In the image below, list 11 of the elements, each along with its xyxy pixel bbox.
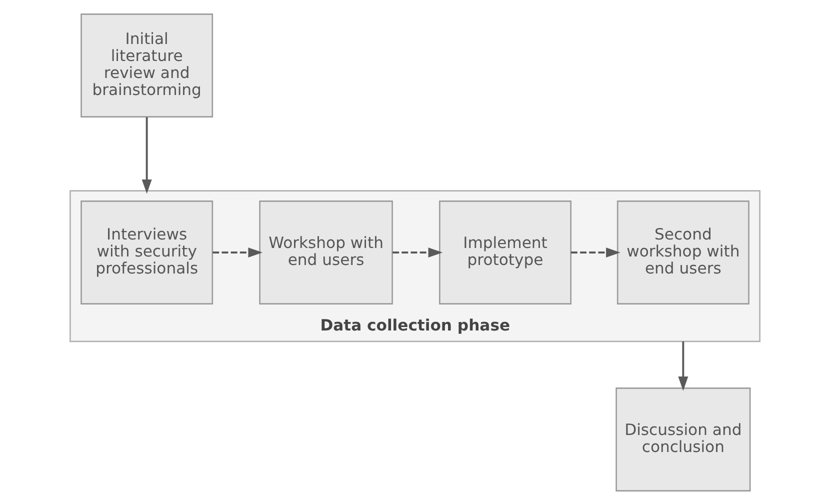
node-box: Second workshop with end users [616,200,749,304]
arrow [678,340,688,390]
node-box: Implement prototype [438,200,571,304]
node-box: Initial literature review and brainstorming [80,13,213,117]
arrow [212,247,262,257]
node-box: Discussion and conclusion [615,387,750,491]
node-box: Interviews with security professionals [80,200,213,304]
node-box: Workshop with end users [258,200,392,304]
arrow [570,247,620,257]
arrow [141,116,152,194]
arrow [392,247,442,257]
